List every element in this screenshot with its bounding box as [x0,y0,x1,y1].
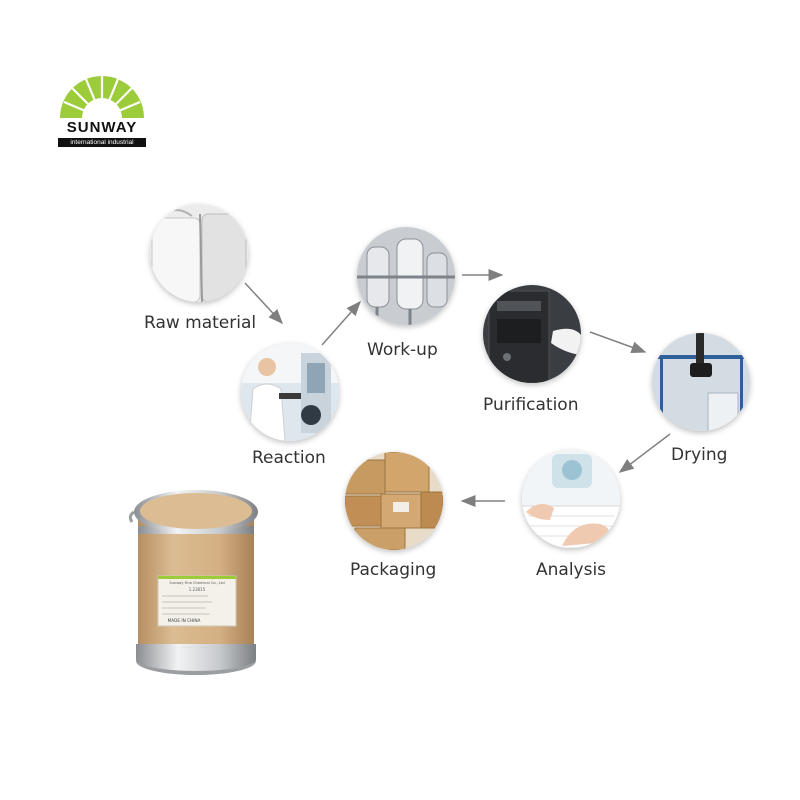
arrow-purification-to-drying [589,331,647,354]
packaging-photo [345,452,443,550]
analysis-photo [522,450,620,548]
work-up-photo [357,227,455,325]
drum-label-made-in: MADE IN CHINA [168,618,201,623]
step-label-packaging: Packaging [350,560,437,580]
arrow-raw-to-reaction [244,282,284,325]
purification-photo [483,285,581,383]
raw-material-photo [150,204,248,302]
sunway-logo: SUNWAY international industrial [56,72,148,150]
reaction-photo [241,343,339,441]
drying-photo [652,333,750,431]
step-label-analysis: Analysis [536,560,607,580]
drum-label-company: Sunway Fine Chemical Co., Ltd [169,581,224,585]
step-label-drying: Drying [671,445,728,465]
fiber-drum: Sunway Fine Chemical Co., Ltd 1.23015 MA… [128,484,264,684]
sunburst-icon [60,75,144,120]
logo-brand-text: SUNWAY [66,119,138,136]
step-label-work-up: Work-up [367,340,438,360]
step-label-raw-material: Raw material [144,313,257,333]
arrow-drying-to-analysis [618,433,671,473]
arrow-reaction-to-workup [321,300,361,346]
drum-label-code: 1.23015 [189,587,206,592]
step-label-reaction: Reaction [252,448,326,468]
step-label-purification: Purification [483,395,579,415]
logo-tagline: international industrial [58,138,146,147]
